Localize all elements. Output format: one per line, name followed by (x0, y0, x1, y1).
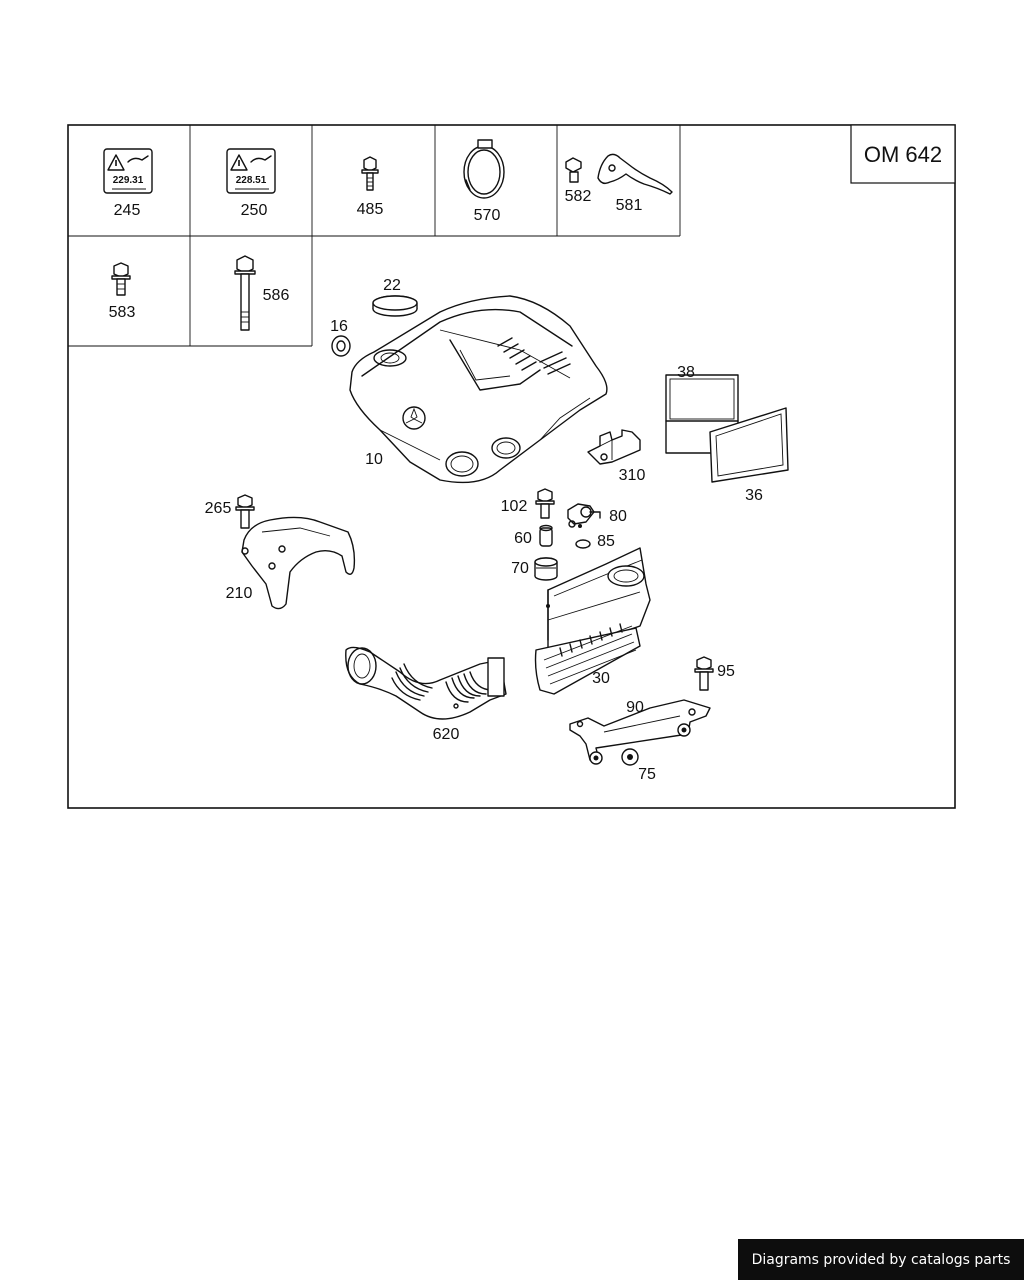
bolt-icon (694, 656, 714, 691)
callout-582: 582 (565, 188, 592, 205)
holder-icon (587, 429, 641, 465)
callout-245: 245 (114, 202, 141, 219)
engine-code-box (850, 124, 956, 184)
callout-583: 583 (109, 304, 136, 321)
rubber-mount-icon (534, 557, 558, 581)
sleeve-icon (539, 524, 553, 547)
washer-icon (621, 748, 639, 766)
callout-16: 16 (330, 318, 348, 335)
callout-22: 22 (383, 277, 401, 294)
callout-80: 80 (609, 508, 627, 525)
callout-310: 310 (619, 467, 646, 484)
callout-10: 10 (365, 451, 383, 468)
long-bolt-icon (234, 255, 256, 331)
callout-75: 75 (638, 766, 656, 783)
filter-frame-icon (709, 407, 789, 483)
svg-text:229.31: 229.31 (113, 175, 144, 186)
sensor-icon (567, 503, 601, 528)
mounting-bracket-icon (569, 699, 711, 765)
credit-badge: Diagrams provided by catalogs parts (738, 1239, 1024, 1280)
bracket-icon (597, 153, 673, 195)
callout-85: 85 (597, 533, 615, 550)
intake-hose-icon (345, 646, 507, 720)
callout-95: 95 (717, 663, 735, 680)
cap-icon (372, 295, 418, 317)
grommet-icon (331, 335, 351, 357)
callout-30: 30 (592, 670, 610, 687)
clip-icon (565, 157, 582, 183)
parts-grid (68, 125, 681, 347)
callout-102: 102 (501, 498, 528, 515)
oil-warning-label-icon: 229.31 (103, 148, 153, 194)
callout-581: 581 (616, 197, 643, 214)
hose-clamp-icon (463, 139, 505, 199)
bolt-icon (535, 488, 555, 519)
callout-38: 38 (677, 364, 695, 381)
engine-code: OM 642 (864, 142, 942, 167)
heat-shield-icon (241, 516, 356, 610)
oil-warning-label-icon: 228.51 (226, 148, 276, 194)
callout-586: 586 (263, 287, 290, 304)
callout-70: 70 (511, 560, 529, 577)
parts-diagram: OM 642 229.31 245 228.51 250 485 570 (67, 124, 956, 809)
callout-90: 90 (626, 699, 644, 716)
bolt-icon (111, 262, 131, 296)
callout-570: 570 (474, 207, 501, 224)
callout-620: 620 (433, 726, 460, 743)
o-ring-icon (575, 539, 591, 549)
callout-250: 250 (241, 202, 268, 219)
callout-60: 60 (514, 530, 532, 547)
callout-485: 485 (357, 201, 384, 218)
engine-cover-icon (349, 295, 608, 484)
callout-265: 265 (205, 500, 232, 517)
bolt-icon (235, 494, 255, 529)
air-filter-housing-icon (534, 547, 651, 695)
bolt-icon (361, 156, 379, 191)
svg-text:228.51: 228.51 (236, 175, 267, 186)
diagram-frame (67, 124, 956, 809)
callout-36: 36 (745, 487, 763, 504)
callout-210: 210 (226, 585, 253, 602)
